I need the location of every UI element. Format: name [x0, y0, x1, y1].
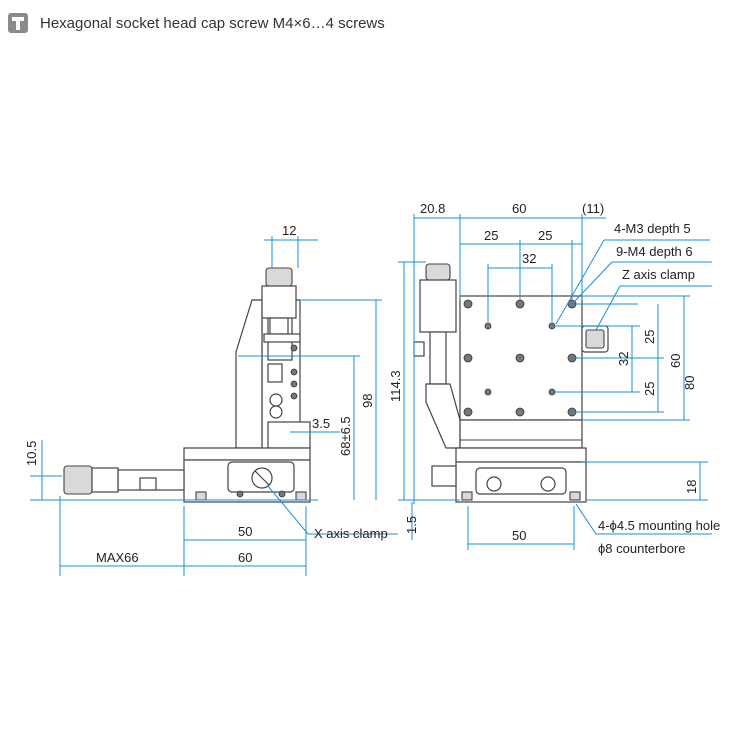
label-z-axis-clamp: Z axis clamp: [622, 267, 695, 282]
header-title: Hexagonal socket head cap screw M4×6…4 s…: [40, 14, 385, 32]
dim-60-v: 60: [668, 354, 683, 368]
side-screw: [290, 344, 298, 352]
front-clamp-screw: [486, 476, 502, 492]
front-view-dimensions: [398, 214, 712, 550]
dim-3-5: 3.5: [312, 416, 330, 431]
dim-18: 18: [684, 480, 699, 494]
dim-11: (11): [582, 201, 604, 216]
side-screw: [290, 392, 298, 400]
front-bracket: [425, 383, 461, 449]
m4-hole: [515, 407, 525, 417]
m4-hole: [515, 353, 525, 363]
x-micrometer-knob: [63, 465, 93, 495]
front-clamp-screw: [540, 476, 556, 492]
label-counterbore: ϕ8 counterbore: [598, 541, 686, 556]
z-micrometer-body: [261, 285, 297, 319]
screw-icon: [8, 13, 28, 33]
z-clamp-block: [267, 363, 283, 383]
side-view: [63, 267, 311, 503]
dim-max66: MAX66: [96, 550, 139, 565]
dim-20-8: 20.8: [420, 201, 445, 216]
side-screw: [290, 380, 298, 388]
z-micrometer-knob: [265, 267, 293, 287]
dim-60: 60: [238, 550, 252, 565]
front-side-knob: [431, 465, 457, 487]
dim-60-top: 60: [512, 201, 526, 216]
dim-25-c: 25: [642, 330, 657, 344]
front-view-labels: 20.8 60 (11) 25 25 32 4-M3 depth 5 9-M4 …: [388, 201, 720, 556]
m4-hole: [463, 299, 473, 309]
dim-32-h: 32: [522, 251, 536, 266]
side-foot: [195, 491, 207, 501]
dim-10-5: 10.5: [24, 441, 39, 466]
side-screw: [278, 490, 286, 498]
front-upper-base: [455, 447, 587, 463]
x-micrometer-sleeve: [91, 467, 119, 493]
front-view: [413, 263, 609, 503]
side-screw: [236, 490, 244, 498]
dim-68: 68±6.5: [338, 416, 353, 456]
side-foot: [295, 491, 307, 501]
side-view-labels: 12 3.5 68±6.5 98 10.5 50 60 MAX66 X axis…: [24, 223, 388, 565]
front-micrometer-body: [419, 279, 457, 333]
front-micrometer-stop: [413, 341, 425, 357]
dim-25-d: 25: [642, 382, 657, 396]
side-bracket: [235, 299, 263, 449]
header: Hexagonal socket head cap screw M4×6…4 s…: [8, 10, 385, 36]
z-micrometer-collar: [263, 333, 301, 343]
z-micrometer-sleeve: [269, 317, 289, 335]
front-foot: [461, 491, 473, 501]
dim-1-5: 1.5: [404, 516, 419, 534]
front-foot: [569, 491, 581, 501]
side-view-dimensions: [30, 236, 398, 576]
dim-25-b: 25: [538, 228, 552, 243]
side-screw: [290, 368, 298, 376]
m4-hole: [515, 299, 525, 309]
label-m3: 4-M3 depth 5: [614, 221, 691, 236]
dim-50-bottom: 50: [512, 528, 526, 543]
label-mount-hole: 4-ϕ4.5 mounting hole: [598, 518, 720, 533]
side-lower-block: [267, 421, 311, 449]
dim-98: 98: [360, 394, 375, 408]
dim-32-v: 32: [616, 352, 631, 366]
label-m4: 9-M4 depth 6: [616, 244, 693, 259]
front-micrometer-knob: [425, 263, 451, 281]
z-clamp-knob: [269, 405, 283, 419]
m4-hole: [463, 407, 473, 417]
dim-80: 80: [682, 376, 697, 390]
dim-50: 50: [238, 524, 252, 539]
m4-hole: [463, 353, 473, 363]
dim-25-a: 25: [484, 228, 498, 243]
m3-hole: [484, 388, 492, 396]
m3-hole: [484, 322, 492, 330]
side-upper-plate: [183, 447, 311, 461]
front-micrometer-sleeve: [429, 331, 447, 385]
front-stage-side: [459, 419, 583, 449]
z-clamp-knob: [269, 393, 283, 407]
dim-114-3: 114.3: [388, 370, 403, 402]
dim-12: 12: [282, 223, 296, 238]
x-micrometer-collar: [139, 477, 157, 491]
x-axis-clamp-label: X axis clamp: [314, 526, 388, 541]
